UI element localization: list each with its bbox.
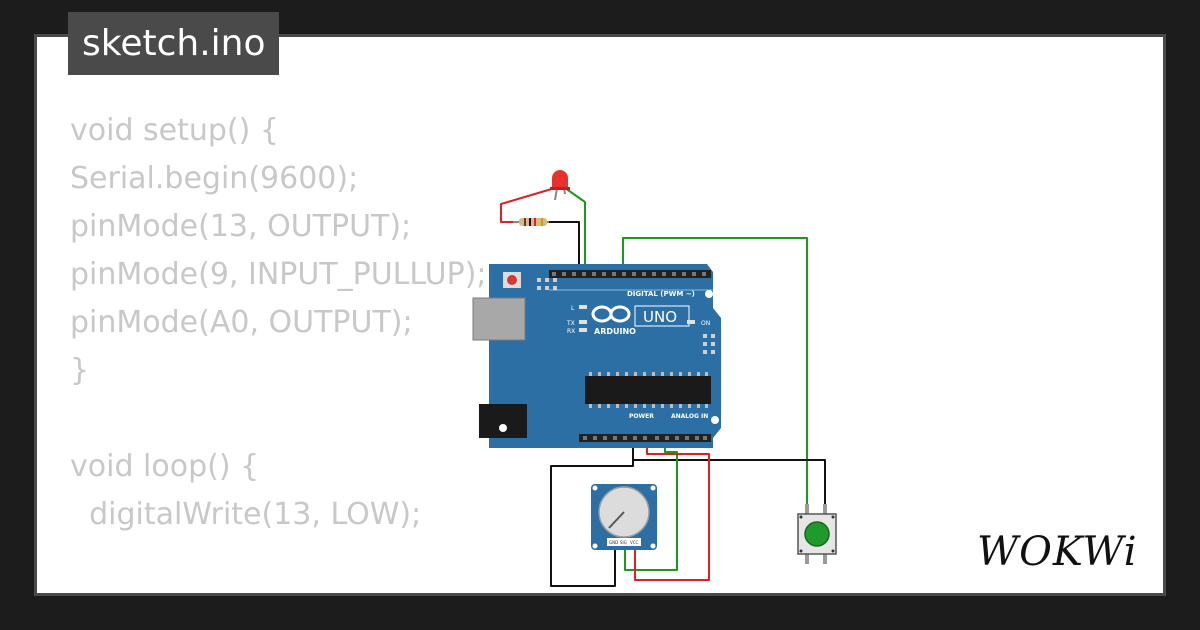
svg-text:WOKWi: WOKWi [977, 529, 1138, 575]
wokwi-logo: WOKWi [977, 529, 1138, 575]
wire-pot-vcc [634, 438, 710, 581]
wire-button-green [622, 237, 808, 506]
wire-led-red [500, 187, 556, 223]
code-line: pinMode(A0, OUTPUT); [70, 305, 413, 340]
code-preview: void setup() { Serial.begin(9600); pinMo… [70, 107, 487, 596]
resistor-component[interactable] [513, 218, 549, 226]
arduino-infinity-icon [591, 305, 631, 323]
code-line: void setup() { [70, 113, 279, 148]
power-jack [479, 404, 527, 438]
wire-led-green [564, 187, 586, 274]
preview-card: void setup() { Serial.begin(9600); pinMo… [34, 34, 1166, 596]
code-line: if(digitalRead(9) == LOW){ [70, 593, 481, 596]
potentiometer-component[interactable]: GND SIG VCC [591, 484, 657, 550]
usb-port [472, 297, 526, 341]
wire-button-black [632, 438, 826, 506]
pot-pin-sig: SIG [620, 540, 627, 545]
wire-resistor-black [547, 221, 580, 274]
code-line: void loop() { [70, 449, 260, 484]
analog-label: ANALOG IN [671, 413, 708, 420]
led-label-l: L [571, 305, 575, 312]
led-component[interactable] [550, 170, 570, 201]
board-brand: ARDUINO [594, 327, 636, 336]
wire-pot-gnd [550, 438, 634, 587]
circuit-diagram: DIGITAL (PWM ~) L TX RX UNO ARDUINO ON [472, 170, 837, 587]
wire-pot-sig [624, 438, 678, 571]
knob-pointer [608, 511, 625, 529]
pot-pin-gnd: GND [609, 540, 618, 545]
on-label: ON [701, 320, 710, 327]
board-model: UNO [643, 308, 677, 326]
digital-label: DIGITAL (PWM ~) [627, 290, 695, 298]
code-line: pinMode(9, INPUT_PULLUP); [70, 257, 487, 292]
file-tab: sketch.ino [68, 12, 280, 75]
led-label-tx: TX [566, 320, 575, 327]
code-line: digitalWrite(13, LOW); [70, 497, 422, 532]
arduino-uno-board[interactable]: DIGITAL (PWM ~) L TX RX UNO ARDUINO ON [472, 264, 721, 448]
digital-header [549, 270, 711, 278]
pushbutton-cap[interactable] [804, 521, 830, 547]
pushbutton-component[interactable] [797, 504, 837, 564]
led-label-rx: RX [567, 328, 575, 335]
code-line: Serial.begin(9600); [70, 161, 359, 196]
microcontroller-chip [585, 376, 711, 404]
file-name: sketch.ino [82, 23, 266, 64]
pot-pin-vcc: VCC [630, 540, 639, 545]
power-label: POWER [629, 413, 654, 420]
code-line: pinMode(13, OUTPUT); [70, 209, 412, 244]
code-line: } [70, 353, 90, 388]
